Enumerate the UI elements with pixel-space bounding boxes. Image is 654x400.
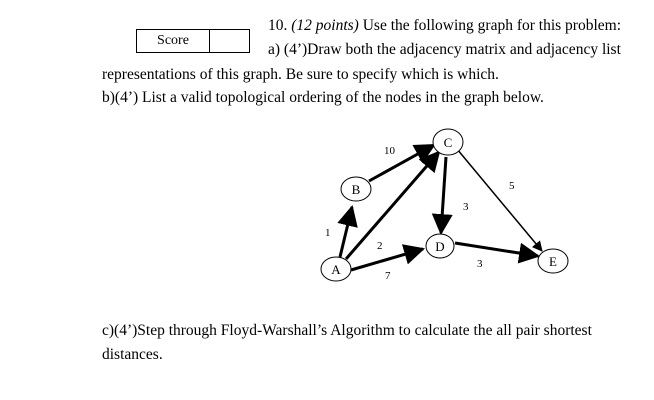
- problem-header: 10. (12 points) Use the following graph …: [268, 17, 621, 35]
- weight-d-e: 3: [477, 258, 483, 270]
- weight-c-e: 5: [509, 180, 515, 192]
- weight-a-b: 1: [325, 227, 331, 239]
- part-a-line-1: a) (4’)Draw both the adjacency matrix an…: [268, 41, 621, 58]
- weight-a-d: 7: [385, 270, 391, 282]
- part-c-line-2: distances.: [102, 346, 163, 363]
- node-a: A: [320, 256, 352, 282]
- score-box: Score: [136, 29, 250, 53]
- edge-a-c: [344, 150, 441, 260]
- part-c-line-1: c)(4’)Step through Floyd-Warshall’s Algo…: [102, 322, 592, 339]
- problem-intro: Use the following graph for this problem…: [362, 17, 622, 34]
- part-a-line-2: representations of this graph. Be sure t…: [102, 66, 499, 83]
- node-e-label: E: [549, 254, 557, 269]
- node-d-label: D: [435, 239, 444, 254]
- weight-a-c: 2: [377, 240, 383, 252]
- part-b-text: b)(4’) List a valid topological ordering…: [102, 89, 544, 106]
- edge-c-e: [456, 148, 543, 252]
- edge-d-e: [454, 241, 541, 264]
- edge-b-c: [368, 143, 436, 183]
- weight-c-d: 3: [463, 201, 469, 213]
- node-a-label: A: [331, 262, 341, 277]
- edge-a-d: [350, 244, 426, 272]
- node-c: C: [432, 128, 464, 156]
- node-b: B: [340, 176, 372, 202]
- problem-number: 10.: [268, 17, 288, 34]
- weight-b-c: 10: [384, 145, 396, 157]
- node-c-label: C: [444, 135, 453, 150]
- problem-points: (12 points): [291, 17, 359, 34]
- node-b-label: B: [352, 182, 361, 197]
- node-e: E: [537, 248, 569, 274]
- edge-a-b: [337, 204, 358, 258]
- node-d: D: [425, 233, 455, 259]
- edge-c-d: [431, 156, 453, 236]
- score-label: Score: [137, 30, 210, 52]
